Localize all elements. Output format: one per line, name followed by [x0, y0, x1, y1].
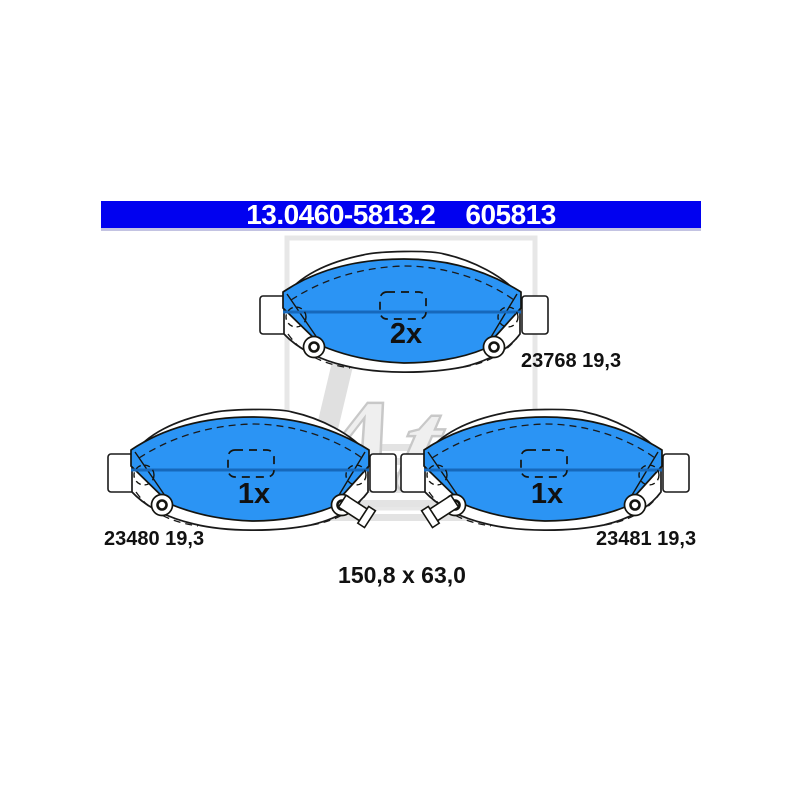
pad-id-label-top: 23768 19,3: [521, 350, 622, 372]
quantity-label: 2x: [390, 318, 422, 350]
dimensions-label: 150,8 x 63,0: [338, 562, 466, 588]
article-number-label: 605813: [465, 199, 556, 230]
watermark-frame: [284, 235, 538, 511]
quantity-label: 1x: [238, 478, 270, 510]
header-bar: 13.0460-5813.2 605813: [101, 201, 701, 231]
wear-sensor-tab: [337, 494, 377, 529]
pad-id-label-bottom-right: 23481 19,3: [596, 528, 697, 550]
wear-sensor-tab: [420, 494, 460, 529]
catalog-number-label: 13.0460-5813.2: [246, 199, 436, 230]
brake-pad-drawing-bottom-right: 1x: [399, 407, 691, 532]
brake-pad-drawing-top: 2x: [258, 249, 550, 374]
quantity-label: 1x: [531, 478, 563, 510]
brake-pad-drawing-bottom-left: 1x: [106, 407, 398, 532]
pad-id-label-bottom-left: 23480 19,3: [104, 528, 205, 550]
